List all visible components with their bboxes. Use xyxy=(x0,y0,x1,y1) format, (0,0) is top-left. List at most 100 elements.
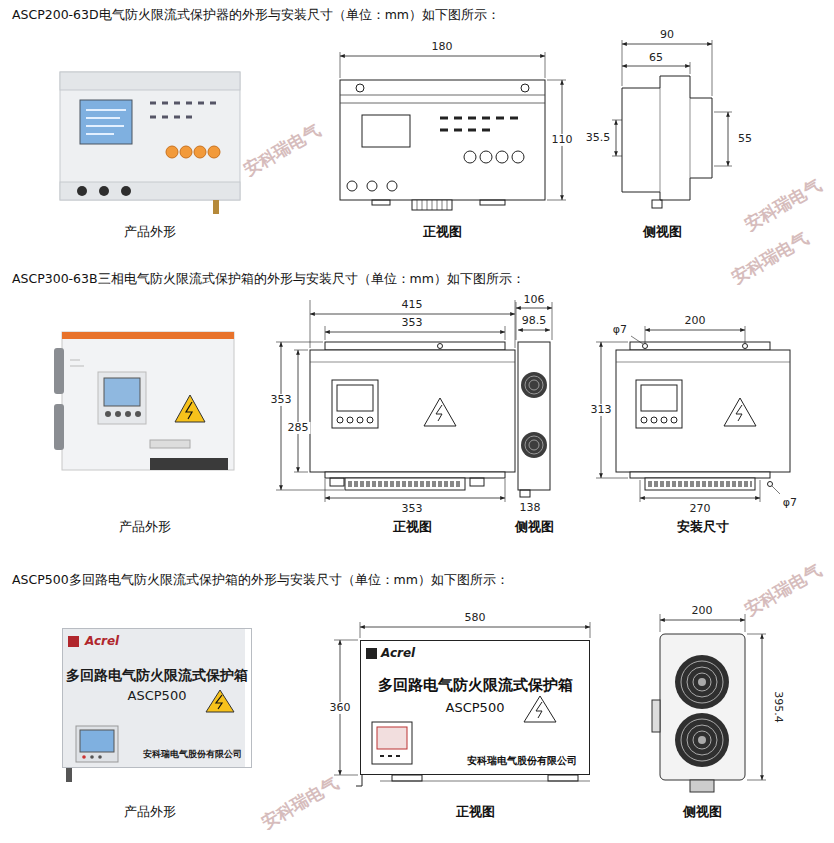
front-view-drawing xyxy=(380,755,400,757)
device-photo xyxy=(206,690,234,712)
dimension-value: φ7 xyxy=(613,324,627,336)
front-view-drawing xyxy=(548,775,578,781)
device-photo xyxy=(76,726,118,762)
dimension-line xyxy=(334,775,358,776)
watermark: 安科瑞电气 xyxy=(259,774,342,833)
front-view-drawing xyxy=(357,417,363,423)
front-view-drawing xyxy=(356,640,590,786)
side-view-drawing xyxy=(521,372,547,398)
dimension-line xyxy=(622,44,712,45)
device-photo xyxy=(82,755,86,759)
side-view-drawing xyxy=(681,719,723,761)
view-caption: 侧视图 xyxy=(515,520,554,534)
front-view-panel: Acrel多回路电气防火限流式保护箱ASCP500安科瑞电气股份有限公司 xyxy=(360,640,590,775)
device-photo xyxy=(175,395,205,422)
dimension-line xyxy=(622,40,623,86)
front-view-drawing xyxy=(412,200,452,210)
device-photo xyxy=(60,72,240,214)
dimension-line xyxy=(712,40,713,96)
view-caption: 产品外形 xyxy=(124,225,176,239)
dimension-line xyxy=(640,480,641,502)
dimension-line xyxy=(360,627,590,628)
dimension-line xyxy=(596,326,780,502)
dimension-line xyxy=(276,300,515,502)
front-view-drawing xyxy=(310,362,515,363)
dimension-line xyxy=(276,342,323,343)
side-view-drawing xyxy=(693,731,711,749)
front-view-drawing xyxy=(362,115,410,147)
install-view-drawing xyxy=(671,417,677,423)
dimension-line xyxy=(334,622,590,775)
dimension-line xyxy=(660,614,766,780)
dimension-line xyxy=(645,326,646,343)
watermark: 安科瑞电气 xyxy=(729,229,812,288)
front-view-drawing xyxy=(440,118,518,130)
install-view-drawing xyxy=(643,344,648,349)
dimension-line xyxy=(631,336,643,344)
install-view-drawing xyxy=(630,342,770,350)
dimension-line xyxy=(714,112,732,113)
device-photo xyxy=(90,755,94,759)
front-view-drawing xyxy=(521,84,529,92)
dimension-line xyxy=(294,472,308,473)
device-photo xyxy=(150,103,216,117)
front-view-drawing xyxy=(480,151,492,163)
view-caption: 侧视图 xyxy=(683,805,722,819)
front-view-drawing xyxy=(436,405,442,421)
front-view-drawing xyxy=(337,417,343,423)
dimension-value: φ7 xyxy=(783,497,797,509)
front-view-drawing xyxy=(417,200,447,210)
front-view-drawing xyxy=(438,344,443,349)
dimension-line xyxy=(645,330,745,331)
front-view-drawing xyxy=(367,181,377,191)
dimension-value: 353 xyxy=(402,317,423,329)
side-view-drawing xyxy=(687,725,717,755)
device-photo xyxy=(54,404,64,450)
device-photo xyxy=(62,628,245,768)
device-photo xyxy=(77,186,87,196)
brand-logo-text: Acrel xyxy=(381,647,415,661)
dimension-line xyxy=(612,156,622,157)
device-photo xyxy=(121,186,131,196)
front-view-drawing xyxy=(347,181,357,191)
dimension-line xyxy=(660,614,661,632)
dimension-line xyxy=(281,342,282,490)
device-photo xyxy=(115,411,121,417)
dimension-value: 360 xyxy=(328,702,353,714)
side-view-drawing xyxy=(690,780,714,792)
device-photo xyxy=(180,146,192,158)
watermark: 安科瑞电气 xyxy=(742,561,825,620)
side-view-drawing xyxy=(652,200,662,208)
front-view-drawing xyxy=(325,472,505,478)
dimension-line xyxy=(762,634,763,780)
dimension-line xyxy=(518,330,550,331)
watermark: 安科瑞电气 xyxy=(742,176,825,235)
dimension-line xyxy=(760,480,761,502)
front-view-drawing xyxy=(372,200,390,205)
section-heading: ASCP300-63B三相电气防火限流式保护箱的外形与安装尺寸（单位：mm）如下… xyxy=(12,272,525,286)
dimension-line xyxy=(340,52,566,200)
view-caption: 正视图 xyxy=(456,805,495,819)
install-view-drawing xyxy=(641,417,647,423)
device-photo xyxy=(213,200,219,214)
dimension-line xyxy=(334,640,358,641)
dimension-line xyxy=(747,634,766,635)
device-photo xyxy=(62,332,234,470)
device-photo xyxy=(98,372,146,424)
dimension-line xyxy=(728,112,729,166)
dimension-line xyxy=(690,62,691,74)
device-photo xyxy=(150,440,190,448)
side-view-drawing xyxy=(652,700,660,732)
dimension-line xyxy=(310,314,515,315)
device-photo xyxy=(150,458,228,470)
device-photo xyxy=(80,730,114,752)
dimension-value: 353 xyxy=(402,503,423,515)
dimension-line xyxy=(505,326,506,340)
dimension-line xyxy=(515,300,516,348)
side-view-drawing xyxy=(525,376,543,394)
side-view-drawing xyxy=(622,76,712,208)
dimension-line xyxy=(505,479,506,502)
dimension-value: 55 xyxy=(738,133,752,145)
